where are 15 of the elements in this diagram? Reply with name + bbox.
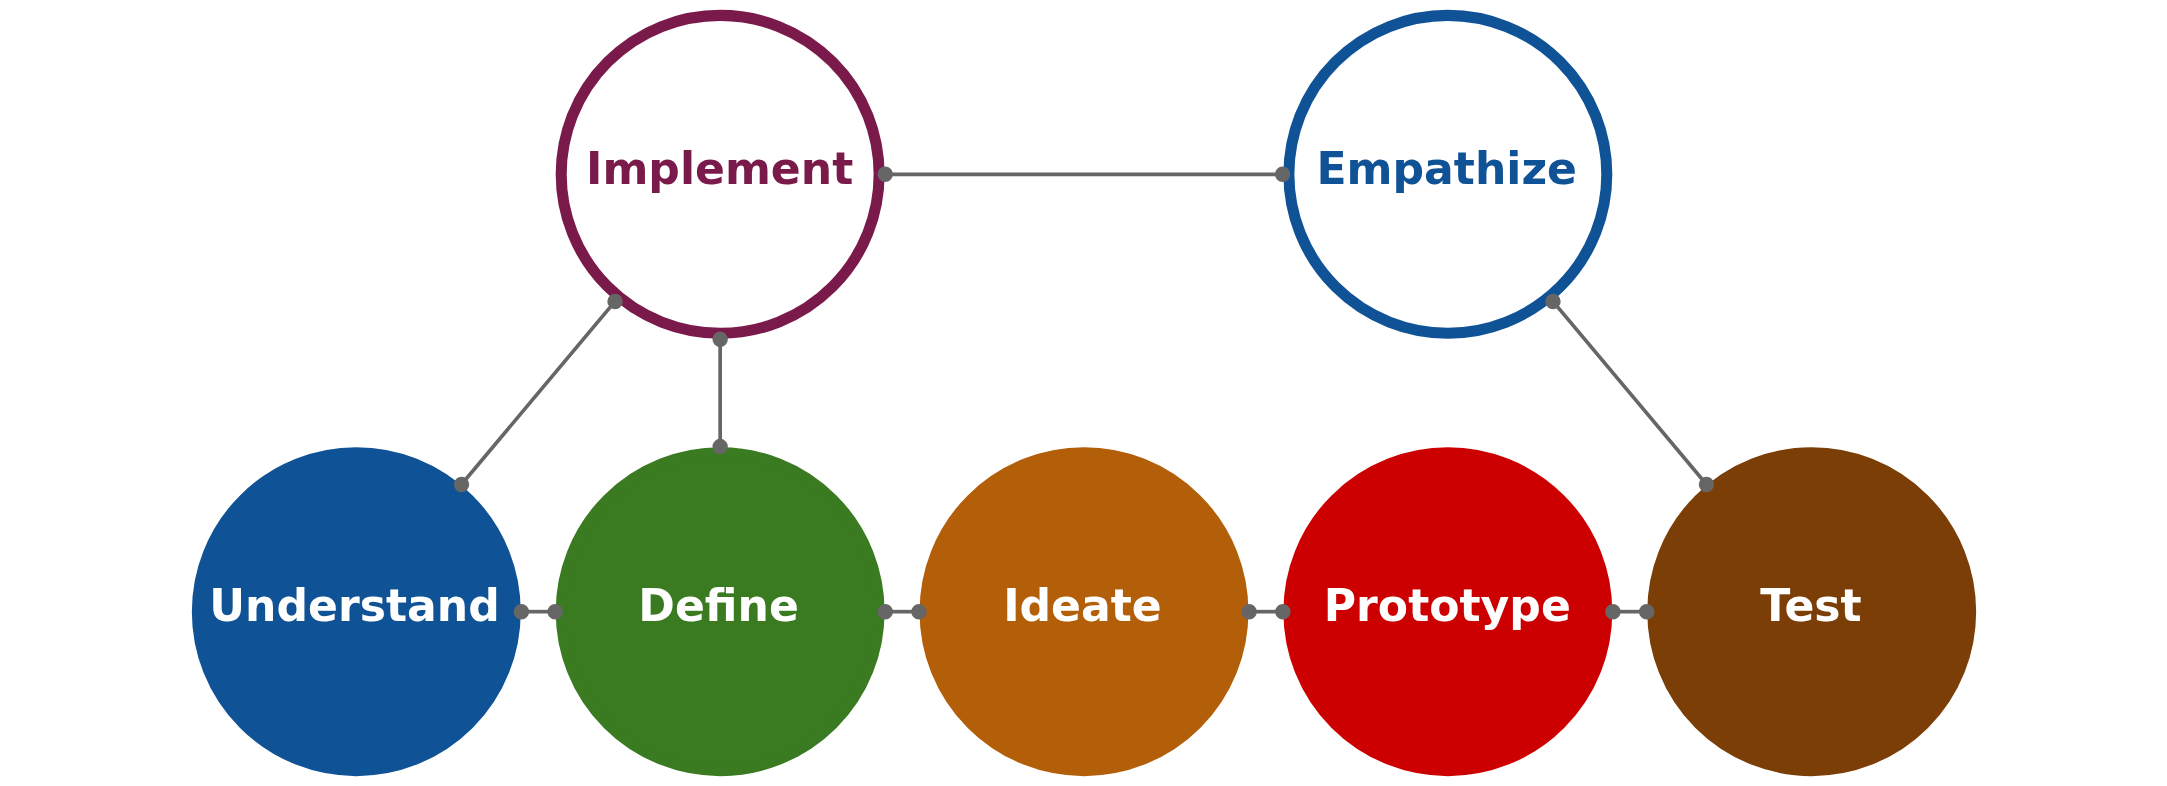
connector [1240, 603, 1291, 620]
connector [877, 603, 927, 620]
node-circle: Implement [555, 9, 885, 339]
node-circle: Prototype [1282, 447, 1612, 777]
node-circle: Define [555, 447, 885, 777]
connector [513, 603, 563, 620]
node-circle: Empathize [1282, 9, 1612, 339]
node-circle: Test [1646, 447, 1976, 777]
connector [877, 166, 1290, 183]
connector [711, 331, 728, 455]
node-circle: Ideate [919, 447, 1248, 777]
connector [1544, 293, 1714, 493]
node-circle: Understand [191, 447, 521, 777]
connector [453, 293, 623, 493]
connector [1604, 603, 1654, 620]
